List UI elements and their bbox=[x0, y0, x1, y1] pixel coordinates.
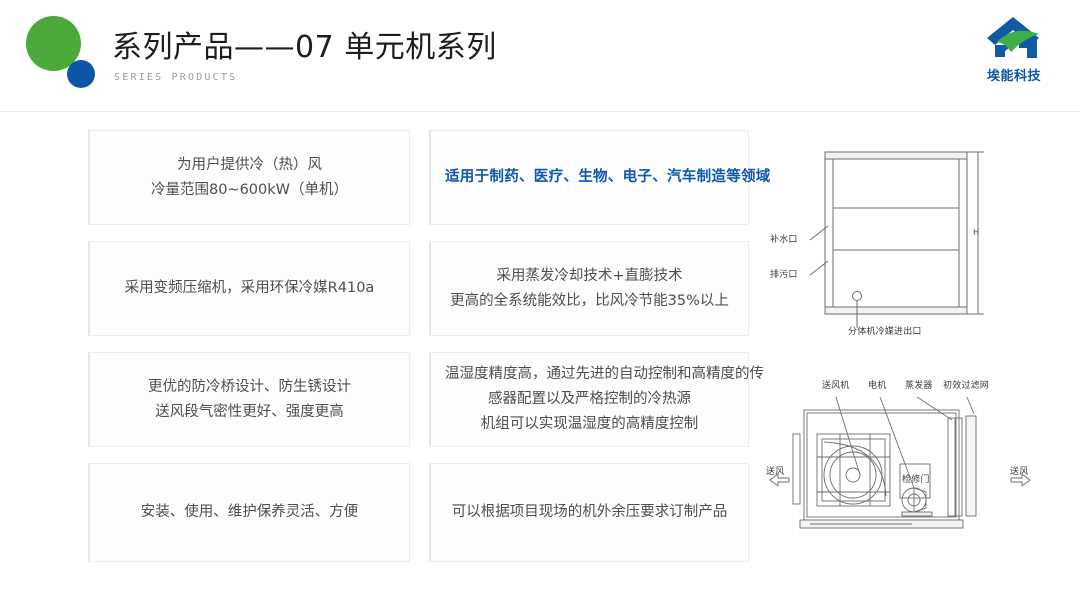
label-supply-air-right: 送风 bbox=[1010, 467, 1029, 477]
page-subtitle: SERIES PRODUCTS bbox=[114, 72, 238, 83]
label-water-inlet: 补水口 bbox=[770, 235, 798, 245]
card-line: 采用变频压缩机，采用环保冷媒R410a bbox=[124, 280, 375, 296]
card-line: 机组可以实现温湿度的高精度控制 bbox=[480, 416, 699, 432]
card-line: 冷量范围80~600kW（单机） bbox=[150, 181, 348, 198]
card-line: 更高的全系统能效比，比风冷节能35%以上 bbox=[450, 292, 729, 309]
label-access-door: 检修门 bbox=[902, 475, 930, 485]
feature-card-structure[interactable]: 更优的防冷桥设计、防生锈设计 送风段气密性更好、强度更高 bbox=[88, 352, 410, 447]
label-drain-port: 排污口 bbox=[770, 270, 798, 280]
card-line: 送风段气密性更好、强度更高 bbox=[155, 403, 344, 420]
feature-card-compressor[interactable]: 采用变频压缩机，采用环保冷媒R410a bbox=[88, 241, 410, 336]
unit-front-view-svg bbox=[809, 151, 984, 328]
brand-logo: 埃能科技 bbox=[962, 12, 1066, 98]
feature-card-efficiency[interactable]: 采用蒸发冷却技术+直膨技术 更高的全系统能效比，比风冷节能35%以上 bbox=[429, 241, 749, 336]
page-title: 系列产品——07 单元机系列 bbox=[112, 30, 497, 65]
label-supply-fan: 送风机 bbox=[822, 381, 850, 391]
card-line: 适用于制药、医疗、生物、电子、汽车制造等领域 bbox=[445, 169, 771, 185]
label-refrigerant-port: 分体机冷媒进出口 bbox=[848, 327, 922, 337]
card-line: 安装、使用、维护保养灵活、方便 bbox=[140, 504, 359, 520]
card-line: 为用户提供冷（热）风 bbox=[177, 156, 322, 173]
card-line: 温湿度精度高，通过先进的自动控制和高精度的传 bbox=[445, 366, 764, 382]
label-height-dimension: H bbox=[973, 228, 980, 237]
unit-front-view-drawing: 补水口 排污口 分体机冷媒进出口 H bbox=[770, 132, 1072, 347]
label-evaporator: 蒸发器 bbox=[905, 381, 933, 391]
decor-blue-circle bbox=[67, 60, 95, 88]
feature-card-maintenance[interactable]: 安装、使用、维护保养灵活、方便 bbox=[88, 463, 410, 562]
page-header: 系列产品——07 单元机系列 SERIES PRODUCTS 埃能科技 bbox=[0, 0, 1080, 112]
label-supply-air-left: 送风 bbox=[766, 467, 785, 477]
card-line: 可以根据项目现场的机外余压要求订制产品 bbox=[451, 504, 728, 520]
brand-name: 埃能科技 bbox=[986, 69, 1041, 84]
feature-card-grid: 为用户提供冷（热）风 冷量范围80~600kW（单机） 适用于制药、医疗、生物、… bbox=[88, 130, 771, 562]
card-line: 感器配置以及严格控制的冷热源 bbox=[488, 391, 691, 407]
unit-section-view-drawing: 送风机 电机 蒸发器 初效过滤网 检修门 送风 送风 bbox=[762, 372, 1072, 557]
label-motor: 电机 bbox=[868, 381, 887, 391]
feature-card-capacity[interactable]: 为用户提供冷（热）风 冷量范围80~600kW（单机） bbox=[88, 130, 410, 225]
card-line: 更优的防冷桥设计、防生锈设计 bbox=[148, 378, 351, 395]
brand-mark-icon bbox=[962, 12, 1066, 64]
feature-card-precision[interactable]: 温湿度精度高，通过先进的自动控制和高精度的传 感器配置以及严格控制的冷热源 机组… bbox=[429, 352, 764, 447]
feature-card-applications[interactable]: 适用于制药、医疗、生物、电子、汽车制造等领域 bbox=[429, 130, 771, 225]
unit-section-view-svg bbox=[769, 396, 1031, 529]
card-line: 采用蒸发冷却技术+直膨技术 bbox=[496, 267, 683, 284]
feature-card-custom[interactable]: 可以根据项目现场的机外余压要求订制产品 bbox=[429, 463, 749, 562]
label-filter: 初效过滤网 bbox=[943, 381, 990, 391]
header-divider bbox=[0, 111, 1080, 112]
